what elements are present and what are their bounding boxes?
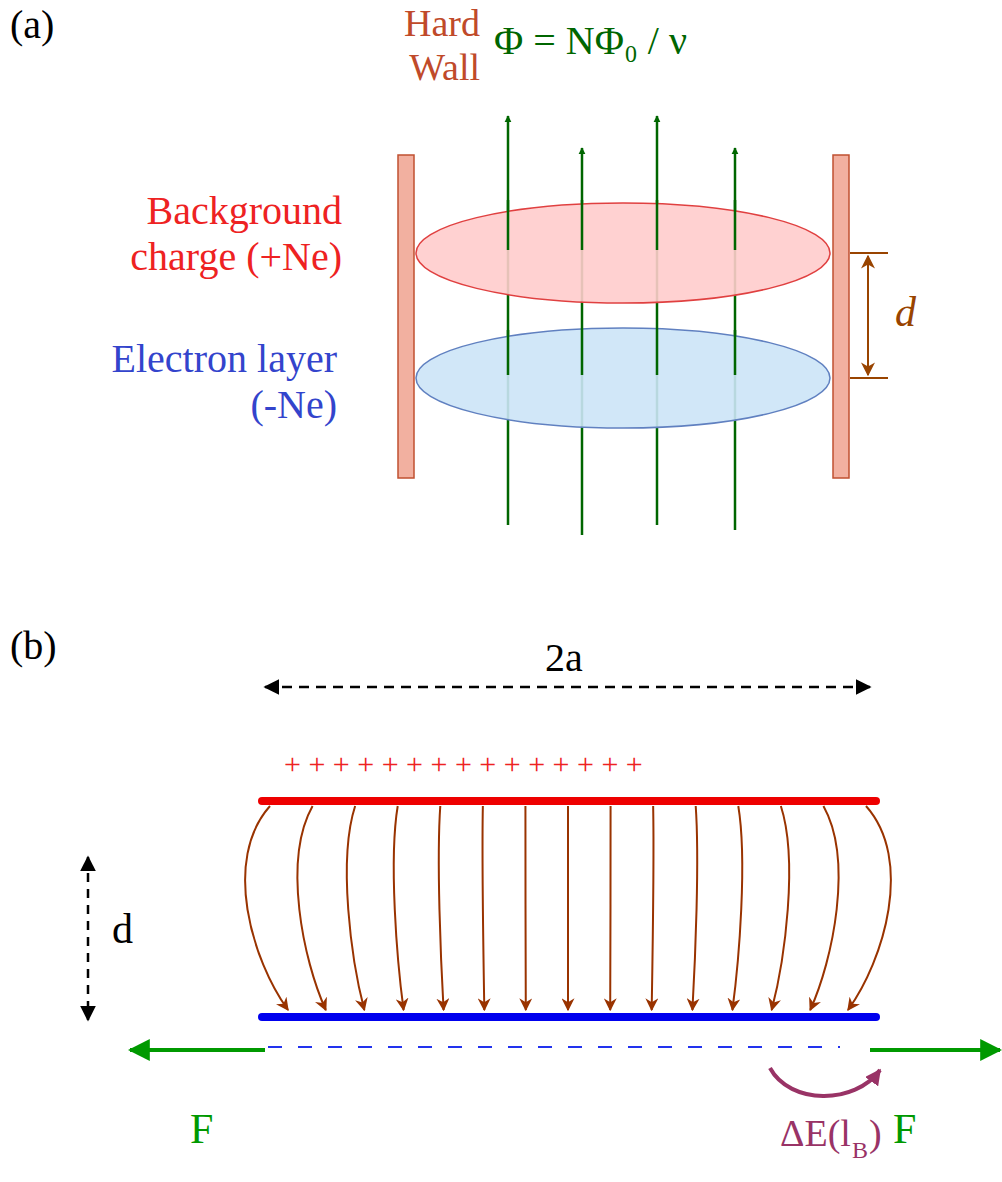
dimension-label: d: [112, 905, 133, 953]
field-line: [297, 806, 325, 1010]
hard-wall-left: [398, 155, 414, 478]
energy-subscript: B: [852, 1137, 868, 1165]
hop-arrow: [770, 1068, 880, 1096]
force-arrow-left: [130, 1048, 265, 1052]
force-label: F: [893, 1105, 916, 1153]
field-line: [482, 806, 484, 1010]
dimension-label: d: [895, 288, 916, 336]
field-line: [245, 806, 288, 1010]
panel-label: (b): [10, 623, 57, 669]
field-line: [609, 806, 611, 1010]
field-line: [567, 806, 569, 1010]
field-line: [439, 806, 444, 1010]
layer-label: Electron layer (-Ne): [95, 336, 337, 428]
energy-label: ): [869, 1112, 882, 1156]
flux-label: Φ = NΦ₀ / ν: [494, 18, 687, 64]
height-dimension: [87, 857, 90, 1020]
width-dimension: [265, 686, 870, 689]
green-flux-top: [508, 116, 735, 250]
field-line: [810, 806, 838, 1010]
layer-label: Background charge (+Ne): [40, 188, 342, 280]
wall-label: Hard Wall: [380, 2, 480, 89]
charge-signs: + + + + + + + + + + + + + + +: [284, 747, 643, 782]
field-line: [772, 806, 789, 1010]
positive-plate: [262, 797, 876, 805]
field-lines: [245, 806, 891, 1010]
field-line: [848, 806, 891, 1010]
field-line: [524, 806, 526, 1010]
energy-label: ΔE(l: [780, 1112, 851, 1156]
background-charge-layer: [416, 203, 830, 303]
field-line: [652, 806, 654, 1010]
hard-wall-right: [833, 155, 849, 478]
negative-plate: [262, 1013, 876, 1021]
separation-bracket: [850, 253, 888, 378]
field-line: [732, 806, 742, 1010]
panel-label: (a): [10, 2, 54, 48]
force-label: F: [190, 1105, 213, 1153]
field-line: [347, 806, 364, 1010]
field-line: [394, 806, 404, 1010]
dimension-label: 2a: [545, 635, 583, 681]
electron-layer: [416, 328, 830, 428]
negative-charges: [268, 1046, 840, 1048]
field-line: [692, 806, 697, 1010]
force-arrow-right: [870, 1048, 1000, 1052]
